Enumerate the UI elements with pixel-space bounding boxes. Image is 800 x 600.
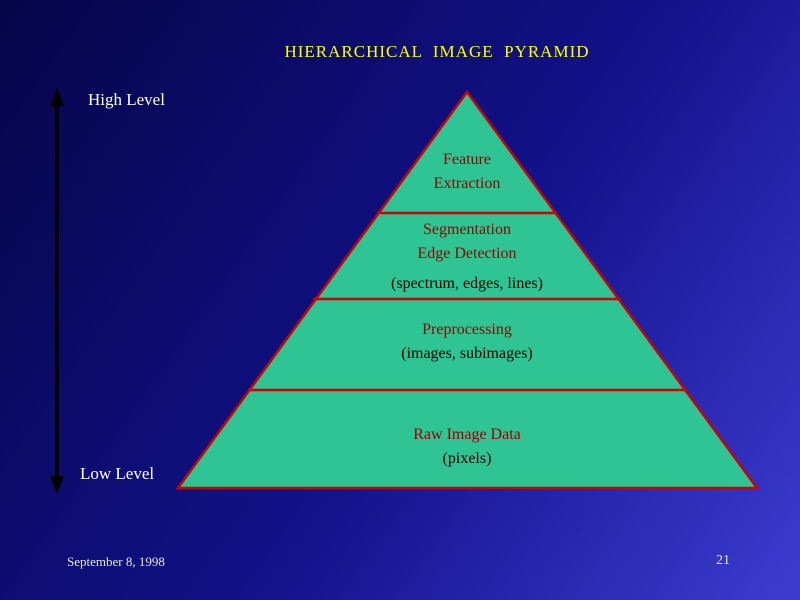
- slide-title: HIERARCHICAL IMAGE PYRAMID: [284, 42, 590, 61]
- level-label: Extraction: [433, 175, 501, 192]
- level-subtitle: (spectrum, edges, lines): [391, 275, 543, 292]
- level-label: Preprocessing: [422, 321, 512, 338]
- low-level-label: Low Level: [80, 464, 155, 483]
- level-label: Raw Image Data: [413, 426, 521, 443]
- high-level-label: High Level: [88, 90, 165, 109]
- level-subtitle: (images, subimages): [401, 345, 533, 362]
- page-number: 21: [716, 553, 730, 568]
- level-subtitle: (pixels): [442, 450, 492, 467]
- level-arrow-icon: [50, 88, 64, 494]
- slide-date: September 8, 1998: [67, 554, 165, 569]
- pyramid-level-feature-extraction: Feature Extraction: [434, 148, 501, 196]
- pyramid-level-segmentation: Segmentation Edge Detection (spectrum, e…: [391, 218, 543, 296]
- level-label: Edge Detection: [417, 245, 517, 262]
- pyramid-level-raw-image-data: Raw Image Data (pixels): [413, 423, 521, 471]
- pyramid-level-preprocessing: Preprocessing (images, subimages): [401, 318, 533, 366]
- level-label: Feature: [443, 151, 491, 168]
- level-label: Segmentation: [423, 221, 511, 238]
